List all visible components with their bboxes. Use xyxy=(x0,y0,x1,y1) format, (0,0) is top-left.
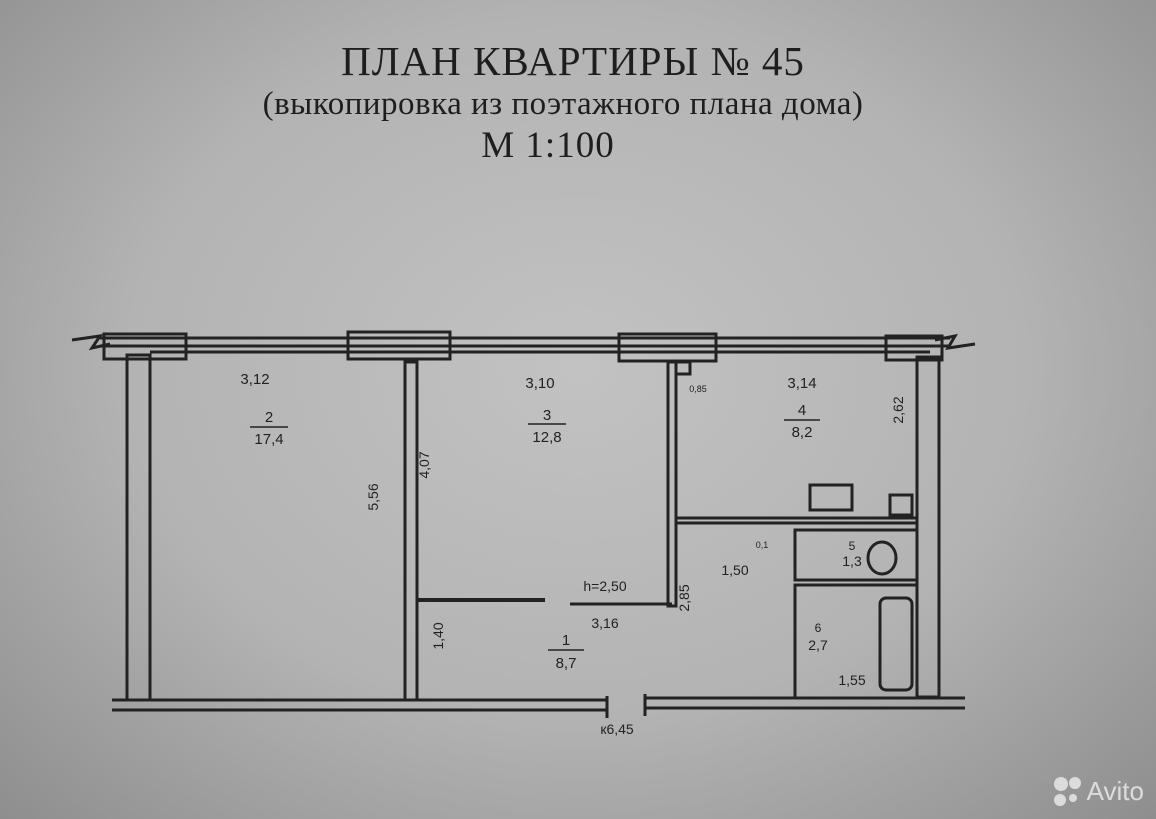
hall-width-label: 1,50 xyxy=(721,562,748,578)
bath-room xyxy=(793,583,919,700)
room3-depth-label: 4,07 xyxy=(416,451,432,478)
room3-number: 3 xyxy=(543,407,551,424)
outer-wall-left xyxy=(125,353,152,702)
plan-header: ПЛАН КВАРТИРЫ № 45 (выкопировка из поэта… xyxy=(0,38,1156,168)
corner-small-label: 0,85 xyxy=(689,384,707,394)
room5-area: 1,3 xyxy=(842,553,862,569)
room3-area: 12,8 xyxy=(532,429,561,446)
room4-number: 4 xyxy=(798,402,806,419)
plan-scale: М 1:100 xyxy=(481,125,615,166)
kitchen-sink xyxy=(888,493,914,517)
break-mark-left xyxy=(71,334,111,351)
floor-mark-label: к6,45 xyxy=(600,721,634,737)
plan-title: ПЛАН КВАРТИРЫ № 45 xyxy=(341,38,805,84)
avito-logo-icon xyxy=(1053,777,1081,806)
room4-width-label: 3,14 xyxy=(787,375,816,392)
room6-number: 6 xyxy=(815,621,822,635)
bathtub xyxy=(878,596,914,692)
room2-width-label: 3,12 xyxy=(240,371,269,388)
bath-width-label: 1,55 xyxy=(838,672,865,688)
avito-watermark-text: Avito xyxy=(1086,776,1144,806)
corridor-height-label: h=2,50 xyxy=(583,578,626,594)
avito-watermark: Avito xyxy=(1053,776,1144,807)
hall-small-label: 1,40 xyxy=(430,622,446,649)
wall-pier-left xyxy=(102,332,188,361)
plan-subtitle: (выкопировка из поэтажного плана дома) xyxy=(262,86,864,122)
wall-pier-right xyxy=(884,334,944,362)
room2-area: 17,4 xyxy=(254,431,283,448)
outer-wall-right xyxy=(915,355,941,699)
wc-room xyxy=(793,528,919,582)
room1-number: 1 xyxy=(562,632,570,649)
room5-number: 5 xyxy=(849,539,856,553)
toilet xyxy=(866,540,898,576)
corridor-width-label: 3,16 xyxy=(591,615,618,631)
wc-small-label: 0,1 xyxy=(756,540,769,550)
room3-width-label: 3,10 xyxy=(525,375,554,392)
room4-area: 8,2 xyxy=(792,424,813,441)
kitchen-stove xyxy=(808,483,854,512)
room2-depth-label: 5,56 xyxy=(365,483,381,510)
corridor-depth-label: 2,85 xyxy=(676,584,692,611)
partition-2-3 xyxy=(403,360,419,702)
room4-depth-label: 2,62 xyxy=(890,396,906,423)
partition-3-4 xyxy=(666,360,678,608)
break-mark-right xyxy=(934,333,976,350)
room6-area: 2,7 xyxy=(808,637,828,653)
room2-number: 2 xyxy=(265,409,273,426)
wall-pier-2 xyxy=(346,330,452,361)
room1-area: 8,7 xyxy=(556,655,577,672)
